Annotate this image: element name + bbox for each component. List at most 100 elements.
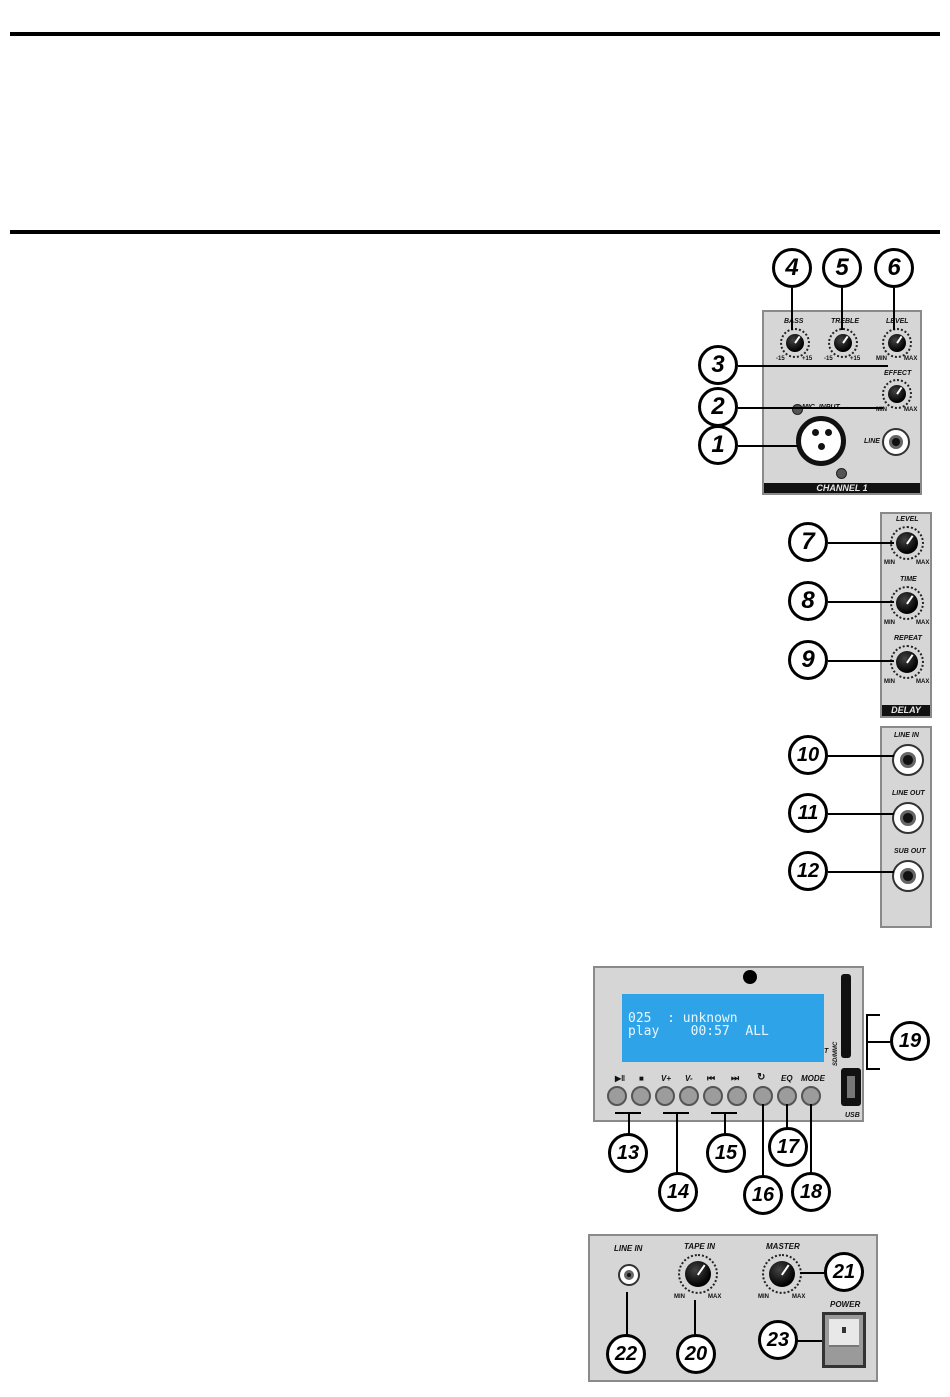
leader-10 (828, 755, 894, 757)
master-label: MASTER (766, 1242, 800, 1251)
callout-22: 22 (606, 1334, 646, 1374)
lcd-line-1: 025 : unknown (628, 1011, 738, 1026)
treble-min-label: -15 (824, 356, 833, 362)
sub-out-jack[interactable] (892, 860, 924, 892)
leader-3 (738, 365, 888, 367)
leader-5 (841, 288, 843, 330)
tape-in-knob[interactable] (685, 1261, 711, 1287)
tape-in-min: MIN (674, 1294, 685, 1300)
usb-port[interactable] (841, 1068, 861, 1106)
power-switch[interactable] (822, 1312, 866, 1368)
mode-label: MODE (801, 1074, 825, 1083)
callout-4: 4 (772, 248, 812, 288)
eq-button[interactable] (777, 1086, 797, 1106)
usb-label: USB (845, 1112, 860, 1119)
repeat-button[interactable] (753, 1086, 773, 1106)
bass-scale (780, 328, 810, 358)
xlr-screw-bottom (836, 468, 847, 479)
master-scale (762, 1254, 802, 1294)
lcd-line-2: play 00:57 ALL (628, 1024, 769, 1039)
leader-8 (828, 601, 894, 603)
vol-up-button[interactable] (655, 1086, 675, 1106)
leader-15 (724, 1112, 726, 1134)
xlr-mic-input[interactable] (796, 416, 846, 466)
delay-level-knob[interactable] (896, 532, 918, 554)
delay-repeat-scale (890, 645, 924, 679)
delay-level-label: LEVEL (896, 516, 919, 523)
level-knob[interactable] (888, 334, 906, 352)
bracket-19-v (866, 1014, 868, 1070)
master-max: MAX (792, 1294, 806, 1300)
delay-repeat-knob[interactable] (896, 651, 918, 673)
prev-button[interactable] (703, 1086, 723, 1106)
line-in-jack[interactable] (892, 744, 924, 776)
delay-repeat-max: MAX (916, 679, 930, 685)
io-panel: LINE IN LINE OUT SUB OUT (880, 726, 932, 928)
bass-knob[interactable] (786, 334, 804, 352)
callout-6: 6 (874, 248, 914, 288)
leader-9 (828, 660, 894, 662)
leader-1 (738, 445, 798, 447)
callout-23: 23 (758, 1320, 798, 1360)
effect-scale (882, 379, 912, 409)
bass-max-label: +15 (802, 356, 813, 362)
leader-12 (828, 871, 894, 873)
line-input-jack[interactable] (882, 428, 910, 456)
callout-16: 16 (743, 1175, 783, 1215)
line-out-label: LINE OUT (892, 790, 925, 797)
callout-14: 14 (658, 1172, 698, 1212)
callout-9: 9 (788, 640, 828, 680)
level-scale (882, 328, 912, 358)
level-max-label: MAX (904, 356, 918, 362)
effect-knob[interactable] (888, 385, 906, 403)
effect-min-label: MIN (876, 407, 887, 413)
bass-min-label: -15 (776, 356, 785, 362)
play-pause-button[interactable] (607, 1086, 627, 1106)
callout-13: 13 (608, 1133, 648, 1173)
master-line-in-jack[interactable] (618, 1264, 640, 1286)
stop-label: ■ (639, 1074, 644, 1083)
tape-in-max: MAX (708, 1294, 722, 1300)
master-min: MIN (758, 1294, 769, 1300)
delay-repeat-min: MIN (884, 679, 895, 685)
sd-card-slot[interactable] (841, 974, 851, 1058)
callout-19: 19 (890, 1021, 930, 1061)
callout-10: 10 (788, 735, 828, 775)
delay-time-max: MAX (916, 620, 930, 626)
effect-max-label: MAX (904, 407, 918, 413)
callout-1: 1 (698, 425, 738, 465)
delay-time-scale (890, 586, 924, 620)
sub-out-label: SUB OUT (894, 848, 926, 855)
prev-label: ⏮ (707, 1073, 716, 1083)
level-label: LEVEL (886, 318, 909, 325)
next-label: ⏭ (731, 1073, 740, 1083)
bracket-19-bot (866, 1068, 880, 1070)
delay-level-min: MIN (884, 560, 895, 566)
callout-12: 12 (788, 851, 828, 891)
master-knob[interactable] (769, 1261, 795, 1287)
callout-8: 8 (788, 581, 828, 621)
leader-21 (800, 1272, 826, 1274)
leader-14 (676, 1112, 678, 1174)
bracket-19-top (866, 1014, 880, 1016)
delay-time-min: MIN (884, 620, 895, 626)
ir-sensor (743, 970, 757, 984)
vol-down-label: V- (685, 1074, 693, 1083)
section-rule (10, 230, 940, 234)
callout-3: 3 (698, 345, 738, 385)
delay-repeat-label: REPEAT (894, 635, 922, 642)
leader-20 (694, 1300, 696, 1336)
xlr-screw-top (792, 404, 803, 415)
vol-down-button[interactable] (679, 1086, 699, 1106)
treble-knob[interactable] (834, 334, 852, 352)
delay-level-max: MAX (916, 560, 930, 566)
callout-17: 17 (768, 1127, 808, 1167)
delay-time-knob[interactable] (896, 592, 918, 614)
play-pause-label: ▶‖ (615, 1074, 626, 1083)
next-button[interactable] (727, 1086, 747, 1106)
mode-button[interactable] (801, 1086, 821, 1106)
vol-up-label: V+ (661, 1074, 672, 1083)
top-rule (10, 32, 940, 36)
line-out-jack[interactable] (892, 802, 924, 834)
stop-button[interactable] (631, 1086, 651, 1106)
